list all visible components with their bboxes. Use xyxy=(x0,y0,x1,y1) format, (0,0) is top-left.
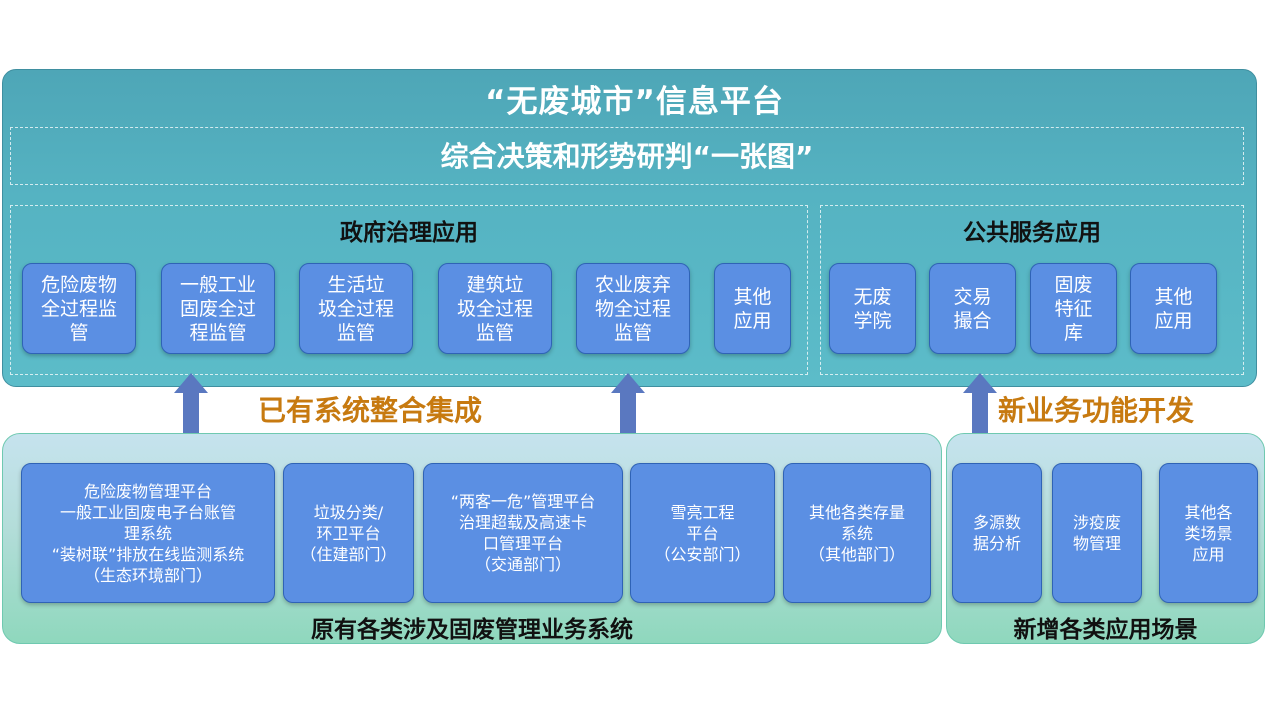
integration-label: 已有系统整合集成 xyxy=(258,394,483,427)
existing-system-housing[interactable]: 垃圾分类/ 环卫平台 （住建部门） xyxy=(283,463,414,603)
existing-system-police[interactable]: 雪亮工程 平台 （公安部门） xyxy=(630,463,775,603)
gov-app-household-garbage[interactable]: 生活垃 圾全过程 监管 xyxy=(299,263,413,354)
public-app-academy[interactable]: 无废 学院 xyxy=(829,263,916,354)
new-scenarios-title: 新增各类应用场景 xyxy=(1013,617,1198,643)
gov-app-hazardous-waste[interactable]: 危险废物 全过程监 管 xyxy=(22,263,136,354)
new-scenario-other[interactable]: 其他各 类场景 应用 xyxy=(1159,463,1258,603)
new-scenario-epidemic-waste[interactable]: 涉疫废 物管理 xyxy=(1052,463,1142,603)
new-development-label: 新业务功能开发 xyxy=(998,394,1195,427)
new-scenario-data-analysis[interactable]: 多源数 据分析 xyxy=(952,463,1042,603)
public-section-title: 公共服务应用 xyxy=(963,220,1101,246)
public-app-other[interactable]: 其他 应用 xyxy=(1130,263,1217,354)
platform-title: “无废城市”信息平台 xyxy=(485,84,784,120)
up-arrow-icon xyxy=(611,373,645,447)
up-arrow-icon xyxy=(174,373,208,447)
public-section xyxy=(820,205,1244,375)
existing-systems-title: 原有各类涉及固废管理业务系统 xyxy=(311,617,633,643)
government-section xyxy=(10,205,808,375)
existing-system-transport[interactable]: “两客一危”管理平台 治理超载及高速卡 口管理平台 （交通部门） xyxy=(423,463,623,603)
up-arrow-icon xyxy=(963,373,997,447)
gov-app-other[interactable]: 其他 应用 xyxy=(714,263,791,354)
gov-app-construction-waste[interactable]: 建筑垃 圾全过程 监管 xyxy=(438,263,552,354)
existing-system-other[interactable]: 其他各类存量 系统 （其他部门） xyxy=(783,463,931,603)
public-app-trade-matching[interactable]: 交易 撮合 xyxy=(929,263,1016,354)
public-app-feature-library[interactable]: 固废 特征 库 xyxy=(1030,263,1117,354)
government-section-title: 政府治理应用 xyxy=(340,220,478,246)
gov-app-agricultural-waste[interactable]: 农业废弃 物全过程 监管 xyxy=(576,263,690,354)
gov-app-industrial-solid-waste[interactable]: 一般工业 固废全过 程监管 xyxy=(161,263,275,354)
existing-system-environment[interactable]: 危险废物管理平台 一般工业固废电子台账管 理系统 “装树联”排放在线监测系统 （… xyxy=(21,463,275,603)
decision-map-banner: 综合决策和形势研判“一张图” xyxy=(10,127,1244,185)
